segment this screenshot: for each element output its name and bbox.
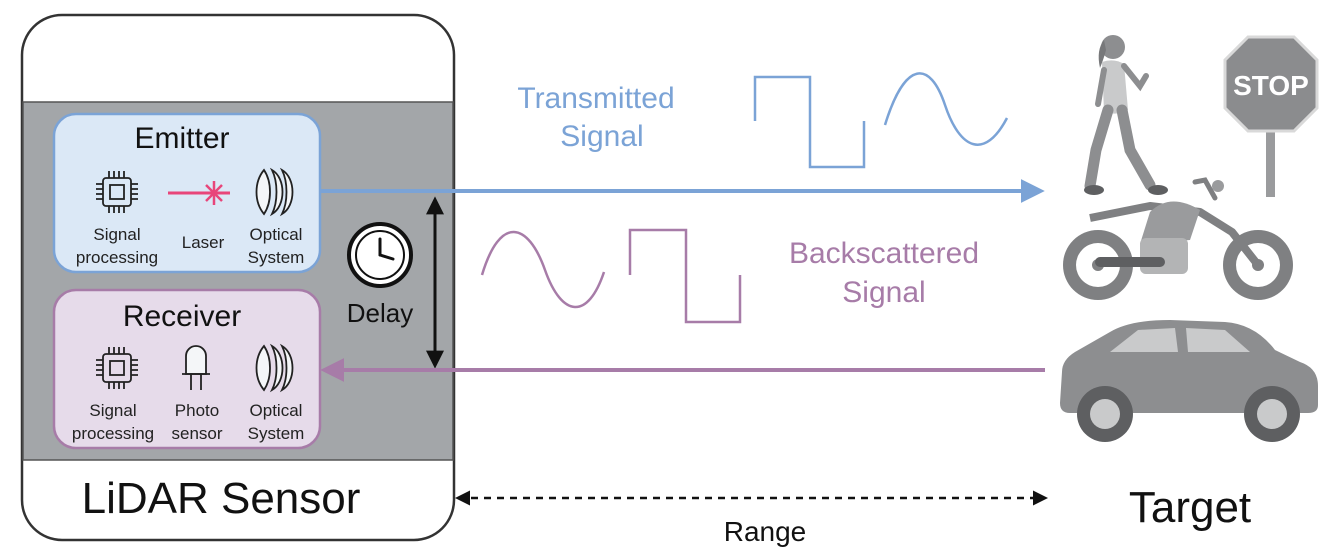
receiver-item-label-3a: Optical <box>250 401 303 420</box>
receiver-item-label-1a: Signal <box>89 401 136 420</box>
delay-label: Delay <box>347 298 413 328</box>
range-label: Range <box>724 516 807 547</box>
emitter-item-label-3b: System <box>248 248 305 267</box>
receiver-item-label-2a: Photo <box>175 401 219 420</box>
laser-icon <box>168 181 230 205</box>
receiver-item-label-2b: sensor <box>171 424 222 443</box>
motorcycle-icon <box>1063 177 1293 300</box>
transmit-sine-wave <box>883 72 1009 146</box>
pedestrian-icon <box>1084 35 1168 195</box>
clock-icon <box>347 222 413 288</box>
stop-sign-text: STOP <box>1233 70 1309 101</box>
lens-icon <box>255 167 294 217</box>
receiver-item-label-1b: processing <box>72 424 154 443</box>
lens-icon <box>255 343 294 393</box>
transmit-square-wave <box>753 75 866 169</box>
receiver-box: Receiver Signal processing Photo sensor … <box>52 288 322 450</box>
receiver-title: Receiver <box>123 300 241 333</box>
backscattered-label-1: Backscattered <box>789 237 979 270</box>
backscattered-label-2: Signal <box>842 276 925 309</box>
stop-sign-icon: STOP <box>1223 35 1319 197</box>
transmitted-label-1: Transmitted <box>517 82 674 115</box>
chip-icon <box>96 347 138 389</box>
transmitted-label-2: Signal <box>560 120 643 153</box>
chip-icon <box>96 171 138 213</box>
emitter-box: Emitter Signal processing Laser Optica <box>52 112 322 274</box>
receive-sine-wave <box>480 230 606 309</box>
sensor-title: LiDAR Sensor <box>82 474 361 523</box>
emitter-item-label-3a: Optical <box>250 225 303 244</box>
car-icon <box>1060 320 1318 442</box>
target-label: Target <box>1129 483 1251 532</box>
emitter-title: Emitter <box>134 122 229 155</box>
receive-square-wave <box>628 228 742 324</box>
receiver-item-label-3b: System <box>248 424 305 443</box>
emitter-item-label-2: Laser <box>182 233 225 252</box>
photodiode-icon <box>182 345 210 390</box>
emitter-item-label-1b: processing <box>76 248 158 267</box>
emitter-item-label-1a: Signal <box>93 225 140 244</box>
